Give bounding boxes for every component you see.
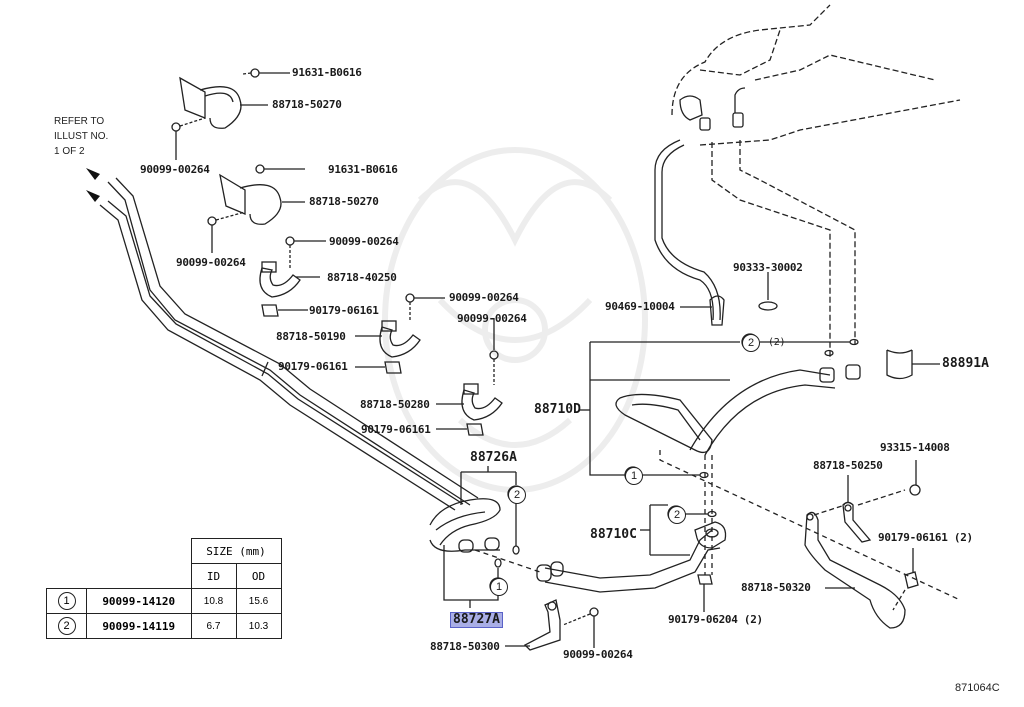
part-label-88718-50280[interactable]: 88718-50280 bbox=[360, 398, 430, 411]
col-od: OD bbox=[235, 563, 282, 589]
plug-90333 bbox=[758, 272, 778, 311]
part-label-88891a[interactable]: 88891A bbox=[942, 356, 989, 371]
bracket-88718-50320 bbox=[804, 504, 906, 629]
part-label-90179-06161[interactable]: 90179-06161 bbox=[278, 360, 348, 373]
cooler-88710d bbox=[580, 333, 961, 601]
part-number[interactable]: 90099-14119 bbox=[86, 613, 192, 639]
part-label-90179-06161[interactable]: 90179-06161 bbox=[361, 423, 431, 436]
part-number[interactable]: 90099-14120 bbox=[86, 588, 192, 614]
tube-left bbox=[654, 139, 725, 326]
figure-id: 871064C bbox=[955, 682, 1000, 694]
part-label-91631-b0616[interactable]: 91631-B0616 bbox=[328, 163, 398, 176]
outer-diameter: 15.6 bbox=[235, 588, 282, 614]
size-header: SIZE (mm) bbox=[190, 538, 282, 564]
nut-90179-06204 bbox=[697, 574, 713, 612]
pipe-88727a-group bbox=[443, 545, 541, 608]
clamp-b bbox=[355, 293, 445, 374]
refer-note-line3: 1 OF 2 bbox=[54, 146, 85, 157]
table-row: 2 90099-14119 6.7 10.3 bbox=[46, 613, 282, 639]
part-label-90179-06161-2[interactable]: 90179-06161 (2) bbox=[878, 531, 973, 544]
long-pipe-assembly bbox=[99, 177, 479, 511]
part-label-88718-40250[interactable]: 88718-40250 bbox=[327, 271, 397, 284]
clamp-88718-50250 bbox=[842, 475, 906, 543]
part-label-90179-06204-2[interactable]: 90179-06204 (2) bbox=[668, 613, 763, 626]
part-label-91631-b0616[interactable]: 91631-B0616 bbox=[292, 66, 362, 79]
tank-upper bbox=[671, 4, 961, 360]
part-label-90099-00264[interactable]: 90099-00264 bbox=[140, 163, 210, 176]
part-label-88726a[interactable]: 88726A bbox=[470, 450, 517, 465]
nut-93315 bbox=[909, 460, 921, 496]
part-label-90099-00264[interactable]: 90099-00264 bbox=[457, 312, 527, 325]
size-table-header-row: SIZE (mm) bbox=[47, 538, 282, 564]
sleeve-88891a bbox=[886, 349, 940, 380]
refer-note-line1: REFER TO bbox=[54, 116, 105, 127]
part-label-90099-00264[interactable]: 90099-00264 bbox=[563, 648, 633, 661]
part-label-90099-00264[interactable]: 90099-00264 bbox=[329, 235, 399, 248]
size-table: SIZE (mm) ID OD 1 90099-14120 10.8 15.6 … bbox=[46, 538, 282, 639]
part-label-88718-50300[interactable]: 88718-50300 bbox=[430, 640, 500, 653]
clamp-c bbox=[436, 318, 503, 436]
clamp-a bbox=[259, 236, 326, 317]
part-label-88710d[interactable]: 88710D bbox=[534, 402, 581, 417]
refer-note: REFER TO ILLUST NO. 1 OF 2 bbox=[54, 114, 108, 159]
pipe-88726a-group bbox=[429, 466, 525, 555]
callout-2-88710c: 2 bbox=[668, 506, 686, 524]
arrow-icon bbox=[86, 168, 100, 202]
inner-diameter: 6.7 bbox=[190, 613, 237, 639]
quantity-label: (2) bbox=[768, 337, 786, 348]
size-table-subheader-row: ID OD bbox=[47, 563, 282, 589]
part-label-88718-50270[interactable]: 88718-50270 bbox=[272, 98, 342, 111]
part-label-90333-30002[interactable]: 90333-30002 bbox=[733, 261, 803, 274]
part-label-90099-00264[interactable]: 90099-00264 bbox=[449, 291, 519, 304]
inner-diameter: 10.8 bbox=[190, 588, 237, 614]
part-label-88718-50320[interactable]: 88718-50320 bbox=[741, 581, 811, 594]
part-label-90099-00264[interactable]: 90099-00264 bbox=[176, 256, 246, 269]
outer-diameter: 10.3 bbox=[235, 613, 282, 639]
part-label-90179-06161[interactable]: 90179-06161 bbox=[309, 304, 379, 317]
circle-mark-2: 2 bbox=[57, 617, 76, 635]
callout-1-88710d: 1 bbox=[625, 467, 643, 485]
nut-90179-06161-right bbox=[892, 548, 919, 611]
part-label-88718-50190[interactable]: 88718-50190 bbox=[276, 330, 346, 343]
part-label-90469-10004[interactable]: 90469-10004 bbox=[605, 300, 675, 313]
callout-1-88727a: 1 bbox=[490, 578, 508, 596]
callout-2-88726a: 2 bbox=[508, 486, 526, 504]
part-label-88718-50270[interactable]: 88718-50270 bbox=[309, 195, 379, 208]
part-label-93315-14008[interactable]: 93315-14008 bbox=[880, 441, 950, 454]
part-label-88727a-highlighted[interactable]: 88727A bbox=[450, 612, 503, 628]
pipe-88710c bbox=[536, 504, 727, 593]
part-label-88718-50250[interactable]: 88718-50250 bbox=[813, 459, 883, 472]
refer-note-line2: ILLUST NO. bbox=[54, 131, 109, 142]
clamp-bottom bbox=[505, 599, 599, 651]
part-label-88710c[interactable]: 88710C bbox=[590, 527, 637, 542]
callout-2-88710d: 2 bbox=[742, 334, 760, 352]
table-row: 1 90099-14120 10.8 15.6 bbox=[46, 588, 282, 614]
col-id: ID bbox=[190, 563, 237, 589]
circle-mark-1: 1 bbox=[57, 592, 76, 610]
tank-fittings bbox=[679, 87, 746, 131]
clamp-bracket-top-1 bbox=[171, 68, 305, 253]
